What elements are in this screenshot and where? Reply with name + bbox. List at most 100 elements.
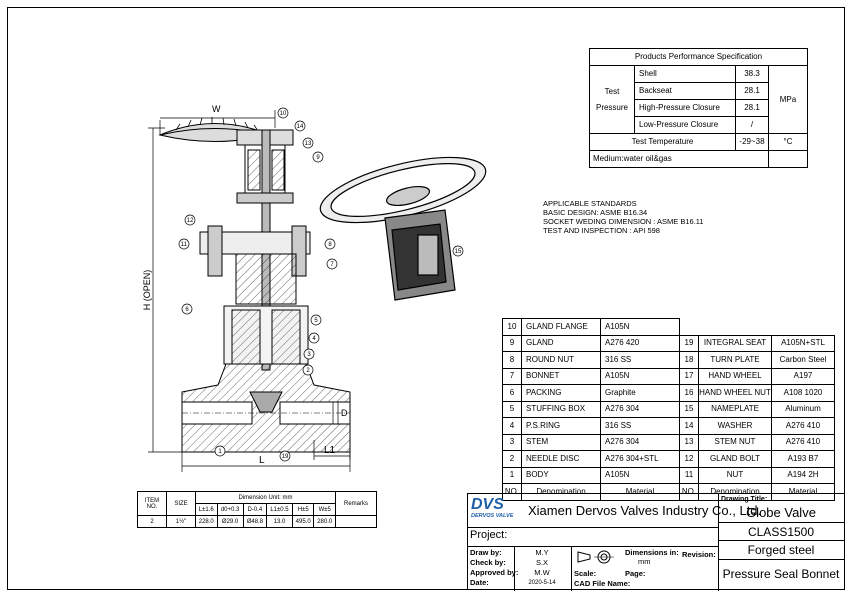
temp-value: -29~38 (735, 133, 769, 151)
signoff-values: M.Y S.X M.W 2020-5-14 (528, 548, 556, 586)
drawing-title-label: Drawing Title: (721, 496, 768, 503)
part-balloons: 10 14 13 9 12 11 8 7 6 5 4 3 2 1 19 15 (178, 107, 464, 462)
svg-text:4: 4 (312, 336, 316, 342)
parts-cell: 9 (502, 334, 522, 352)
parts-cell: NEEDLE DISC (521, 450, 601, 468)
dim-item: 2 (137, 515, 167, 528)
parts-cell: BONNET (521, 367, 601, 385)
parts-cell: STEM (521, 433, 601, 451)
valve-body-section (181, 129, 351, 453)
parts-cell: STEM NUT (698, 433, 772, 451)
parts-cell: 17 (679, 367, 699, 385)
h-dimension (148, 127, 185, 453)
parts-cell: 16 (679, 384, 699, 402)
dim-col: d0+0.3 (216, 503, 244, 516)
scale-label: Scale: (574, 569, 597, 578)
h-label: H (OPEN) (142, 270, 152, 311)
project-label: Project: (470, 529, 508, 541)
parts-cell: BODY (521, 466, 601, 484)
parts-cell: A108 1020 (771, 384, 835, 402)
drawing-class: CLASS1500 (747, 525, 815, 539)
parts-cell: Graphite (600, 384, 680, 402)
parts-cell: 4 (502, 417, 522, 435)
drawing-frame (7, 7, 845, 590)
parts-cell: GLAND (521, 334, 601, 352)
dim-col: L±1.6 (195, 503, 218, 516)
perf-row-name: Backseat (634, 82, 736, 100)
parts-cell: 316 SS (600, 417, 680, 435)
dim-value: 228.0 (195, 515, 218, 528)
svg-text:6: 6 (185, 307, 189, 313)
svg-text:5: 5 (314, 318, 318, 324)
temp-label: Test Temperature (589, 133, 736, 151)
parts-cell: 13 (679, 433, 699, 451)
standards-line: SOCKET WEDING DIMENSION : ASME B16.11 (543, 217, 704, 226)
svg-text:10: 10 (280, 111, 287, 117)
parts-cell: 6 (502, 384, 522, 402)
signoff-labels: Draw by: Check by: Approved by: Date: (470, 548, 519, 587)
parts-cell: A276 304 (600, 400, 680, 418)
medium: Medium:water oil&gas (589, 150, 769, 168)
parts-cell: 2 (502, 450, 522, 468)
perf-row-value: 28.1 (735, 82, 769, 100)
parts-cell: A194 2H (771, 466, 835, 484)
standards-line: APPLICABLE STANDARDS (543, 199, 637, 208)
parts-cell: 10 (502, 318, 522, 336)
parts-cell: 316 SS (600, 351, 680, 369)
parts-cell: 12 (679, 450, 699, 468)
svg-text:9: 9 (316, 155, 320, 161)
parts-cell: HAND WHEEL (698, 367, 772, 385)
svg-text:12: 12 (187, 218, 194, 224)
parts-cell: 8 (502, 351, 522, 369)
parts-cell: A197 (771, 367, 835, 385)
parts-cell: TURN PLATE (698, 351, 772, 369)
cad-label: CAD File Name: (574, 579, 631, 588)
parts-cell: GLAND FLANGE (521, 318, 601, 336)
parts-cell: A193 B7 (771, 450, 835, 468)
perf-title: Products Performance Specification (589, 48, 808, 66)
svg-text:11: 11 (181, 242, 188, 248)
parts-cell: 1 (502, 466, 522, 484)
dim-col: H±5 (291, 503, 315, 516)
parts-header-cell: Material (771, 483, 835, 501)
svg-text:7: 7 (330, 262, 334, 268)
standards-line: TEST AND INSPECTION : API 598 (543, 226, 660, 235)
parts-cell: 7 (502, 367, 522, 385)
parts-cell: 3 (502, 433, 522, 451)
parts-cell: 5 (502, 400, 522, 418)
svg-text:15: 15 (455, 249, 462, 255)
parts-cell: P.S.RING (521, 417, 601, 435)
company-logo: DVS DERVOS VALVE (471, 496, 514, 520)
dim-remarks-header: Remarks (335, 491, 377, 516)
perf-row-name: Low-Pressure Closure (634, 116, 736, 134)
perf-row-value: / (735, 116, 769, 134)
perf-unit: MPa (768, 65, 808, 134)
dim-value: 13.0 (266, 515, 293, 528)
dim-value: Ø29.0 (216, 515, 244, 528)
l-dimension (181, 402, 351, 472)
parts-cell: A105N (600, 367, 680, 385)
parts-cell: Carbon Steel (771, 351, 835, 369)
dim-remarks (335, 515, 377, 528)
parts-cell: WASHER (698, 417, 772, 435)
perf-row-value: 28.1 (735, 99, 769, 117)
svg-text:19: 19 (282, 454, 289, 460)
dimensions-unit: mm (638, 557, 651, 566)
page-label: Page: (625, 569, 646, 578)
parts-cell: NAMEPLATE (698, 400, 772, 418)
l-label: L (259, 455, 265, 466)
parts-cell: A276 304 (600, 433, 680, 451)
dim-value: Ø48.8 (242, 515, 268, 528)
